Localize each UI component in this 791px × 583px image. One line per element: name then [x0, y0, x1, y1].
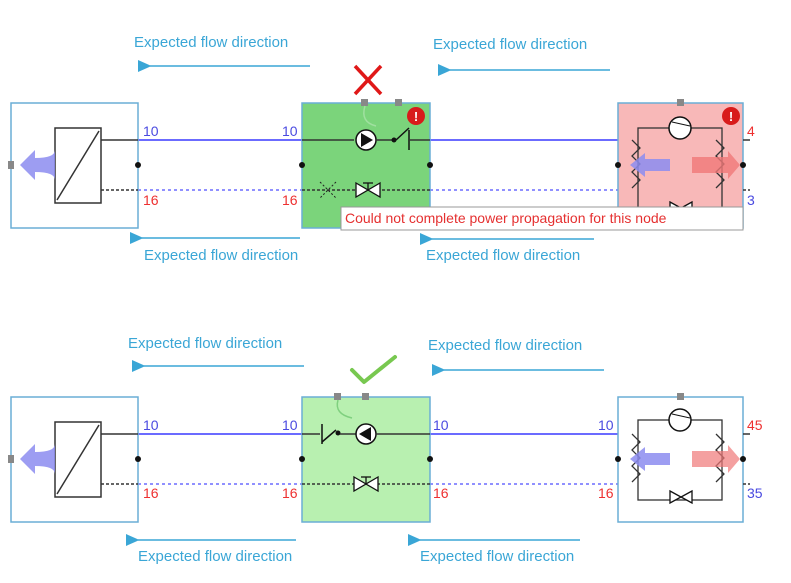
- check-icon: [350, 355, 397, 384]
- source-node[interactable]: [8, 102, 141, 229]
- flow-label-bottom-lower-right: Expected flow direction: [420, 548, 574, 565]
- top-diagram: Expected flow direction Expected flow di…: [8, 34, 755, 264]
- outflow-arrow-icon: [20, 150, 55, 180]
- cold-arrow-icon: [630, 153, 670, 177]
- flow-label-bottom-upper-right: Expected flow direction: [428, 337, 582, 354]
- flow-label-bottom-lower-left: Expected flow direction: [138, 548, 292, 565]
- src-return-value: 16: [143, 485, 159, 501]
- src-supply-value: 10: [143, 417, 159, 433]
- pump-supply-in-value: 10: [282, 417, 298, 433]
- svg-text:!: !: [729, 109, 733, 124]
- pump-icon: [355, 423, 377, 445]
- flow-label-top-lower-left: Expected flow direction: [144, 247, 298, 264]
- outflow-arrow-icon: [20, 444, 55, 474]
- pump-return-out-value: 16: [433, 485, 449, 501]
- balancing-valve-icon: [355, 181, 381, 199]
- error-badge-icon: !: [407, 107, 425, 125]
- chiller-supply-out-value: 45: [747, 417, 763, 433]
- chiller-return-out-value: 35: [747, 485, 763, 501]
- check-valve-icon: [321, 424, 341, 444]
- cold-arrow-icon: [630, 447, 670, 471]
- bottom-diagram: Expected flow direction Expected flow di…: [8, 335, 763, 565]
- error-badge-icon: !: [722, 107, 740, 125]
- pump-icon: [355, 129, 377, 151]
- flow-label-top-upper-left: Expected flow direction: [134, 34, 288, 51]
- flow-label-top-lower-right: Expected flow direction: [426, 247, 580, 264]
- hot-arrow-icon: [692, 151, 740, 179]
- src-supply-value: 10: [143, 123, 159, 139]
- pump-supply-value: 10: [282, 123, 298, 139]
- hot-arrow-icon: [692, 445, 740, 473]
- chiller-supply-value: 4: [747, 123, 755, 139]
- pump-supply-out-value: 10: [433, 417, 449, 433]
- cross-icon: [353, 64, 383, 96]
- flow-label-bottom-upper-left: Expected flow direction: [128, 335, 282, 352]
- compressor-icon: [668, 408, 692, 432]
- src-return-value: 16: [143, 192, 159, 208]
- balancing-valve-icon: [353, 475, 379, 493]
- flow-label-top-upper-right: Expected flow direction: [433, 36, 587, 53]
- pump-return-value: 16: [282, 192, 298, 208]
- chiller-return-in-value: 16: [598, 485, 614, 501]
- error-tooltip: Could not complete power propagation for…: [340, 206, 744, 231]
- chiller-node-ok[interactable]: [615, 393, 750, 523]
- pump-return-in-value: 16: [282, 485, 298, 501]
- chiller-supply-in-value: 10: [598, 417, 614, 433]
- svg-text:Could not complete power propa: Could not complete power propagation for…: [345, 210, 667, 226]
- expansion-valve-icon: [669, 489, 693, 505]
- svg-text:!: !: [414, 109, 418, 124]
- chiller-return-value: 3: [747, 192, 755, 208]
- pump-node-ok[interactable]: [299, 393, 433, 523]
- source-node[interactable]: [8, 396, 141, 523]
- compressor-icon: [668, 116, 692, 140]
